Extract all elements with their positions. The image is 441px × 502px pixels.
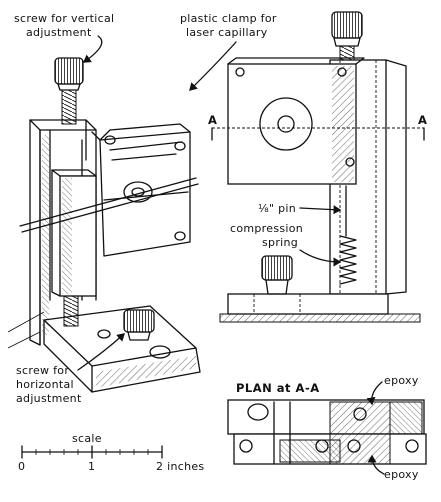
arrow-icon	[299, 249, 342, 267]
label-screw-horizontal-2: horizontal	[16, 378, 74, 391]
scale-bar: scale 0 1 2 inches	[18, 432, 204, 473]
arrow-icon	[366, 381, 383, 406]
label-plastic-clamp-2: laser capillary	[186, 26, 268, 39]
knurled-screw-icon	[331, 11, 363, 61]
label-epoxy-top: epoxy	[384, 374, 419, 387]
label-plan-title: PLAN at A-A	[236, 381, 320, 395]
knurled-screw-icon	[261, 255, 293, 295]
label-compression-2: spring	[262, 236, 298, 249]
section-mark-right: A	[418, 113, 427, 127]
section-mark-left: A	[208, 113, 217, 127]
arrow-icon	[82, 35, 103, 63]
elevation-view: A A	[208, 11, 427, 323]
knurled-screw-icon	[123, 309, 155, 341]
label-screw-horizontal-3: adjustment	[16, 392, 82, 405]
knurled-screw-icon	[54, 57, 84, 125]
arrow-icon	[189, 41, 237, 91]
arrow-icon	[367, 454, 385, 475]
plan-view	[227, 399, 427, 465]
scale-tick-0: 0	[18, 460, 25, 473]
scale-tick-1: 1	[88, 460, 95, 473]
label-screw-horizontal-1: screw for	[16, 364, 69, 377]
perspective-view	[7, 57, 201, 393]
label-screw-vertical-1: screw for vertical	[14, 12, 114, 25]
annotations: screw for vertical adjustment plastic cl…	[14, 12, 419, 481]
arrow-icon	[77, 333, 125, 371]
label-screw-vertical-2: adjustment	[26, 26, 92, 39]
arrow-icon	[299, 205, 342, 215]
label-plastic-clamp-1: plastic clamp for	[180, 12, 277, 25]
scale-title: scale	[72, 432, 102, 445]
label-epoxy-bottom: epoxy	[384, 468, 419, 481]
scale-tick-2: 2 inches	[156, 460, 204, 473]
label-pin: ⅛" pin	[258, 202, 296, 215]
label-compression-1: compression	[230, 222, 303, 235]
